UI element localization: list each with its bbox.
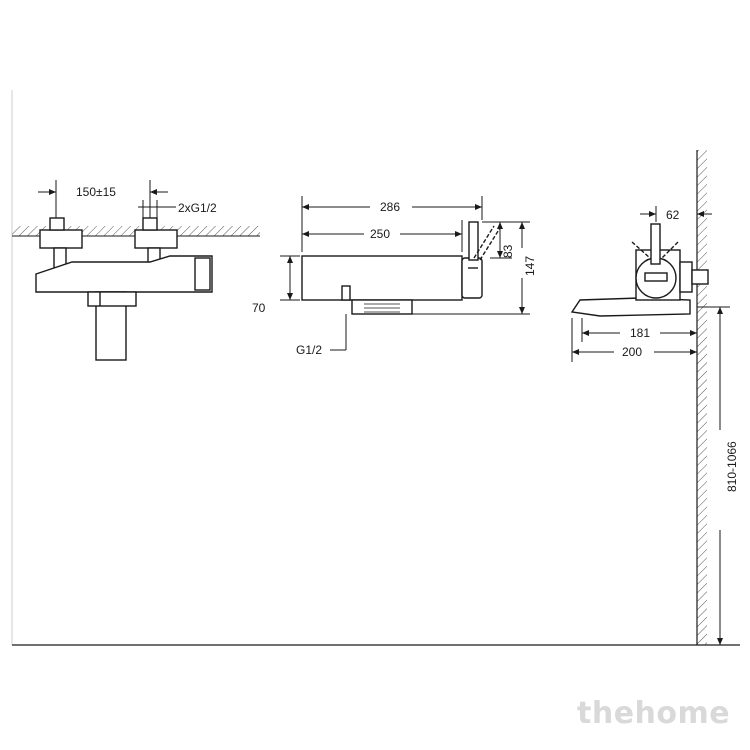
dim-mounting-height: 810-1066 bbox=[725, 441, 739, 492]
dim-spout-depth: 181 bbox=[630, 326, 650, 340]
side-view bbox=[301, 221, 501, 315]
dim-total-depth: 200 bbox=[622, 345, 642, 359]
right-eccentric-nut bbox=[134, 229, 178, 249]
dim-center-distance: 150±15 bbox=[76, 185, 116, 199]
front-view bbox=[12, 217, 260, 361]
mixer-body bbox=[35, 255, 213, 293]
front-dimensions bbox=[38, 180, 176, 218]
lever bbox=[468, 221, 479, 261]
side-body bbox=[301, 255, 463, 301]
outlet-aerator bbox=[351, 299, 413, 315]
dim-inlet-thread: 2xG1/2 bbox=[178, 201, 217, 215]
brand-watermark: thehome bbox=[577, 696, 731, 731]
dim-overall-length: 286 bbox=[380, 200, 400, 214]
spout-plate bbox=[570, 297, 691, 317]
top-dimensions bbox=[571, 206, 730, 645]
dim-outlet-height: 70 bbox=[252, 301, 266, 315]
dim-body-length: 250 bbox=[370, 227, 390, 241]
dim-lever-height: 83 bbox=[501, 244, 515, 258]
top-view bbox=[570, 223, 709, 317]
left-eccentric-nut bbox=[39, 229, 83, 249]
dim-total-height: 147 bbox=[523, 256, 537, 276]
side-dimensions bbox=[280, 196, 530, 351]
dim-outlet-thread: G1/2 bbox=[296, 343, 322, 357]
wall-hatch-right bbox=[697, 150, 707, 645]
top-lever bbox=[650, 223, 661, 265]
dim-wall-to-axis: 62 bbox=[666, 208, 680, 222]
wall-section bbox=[696, 150, 707, 645]
